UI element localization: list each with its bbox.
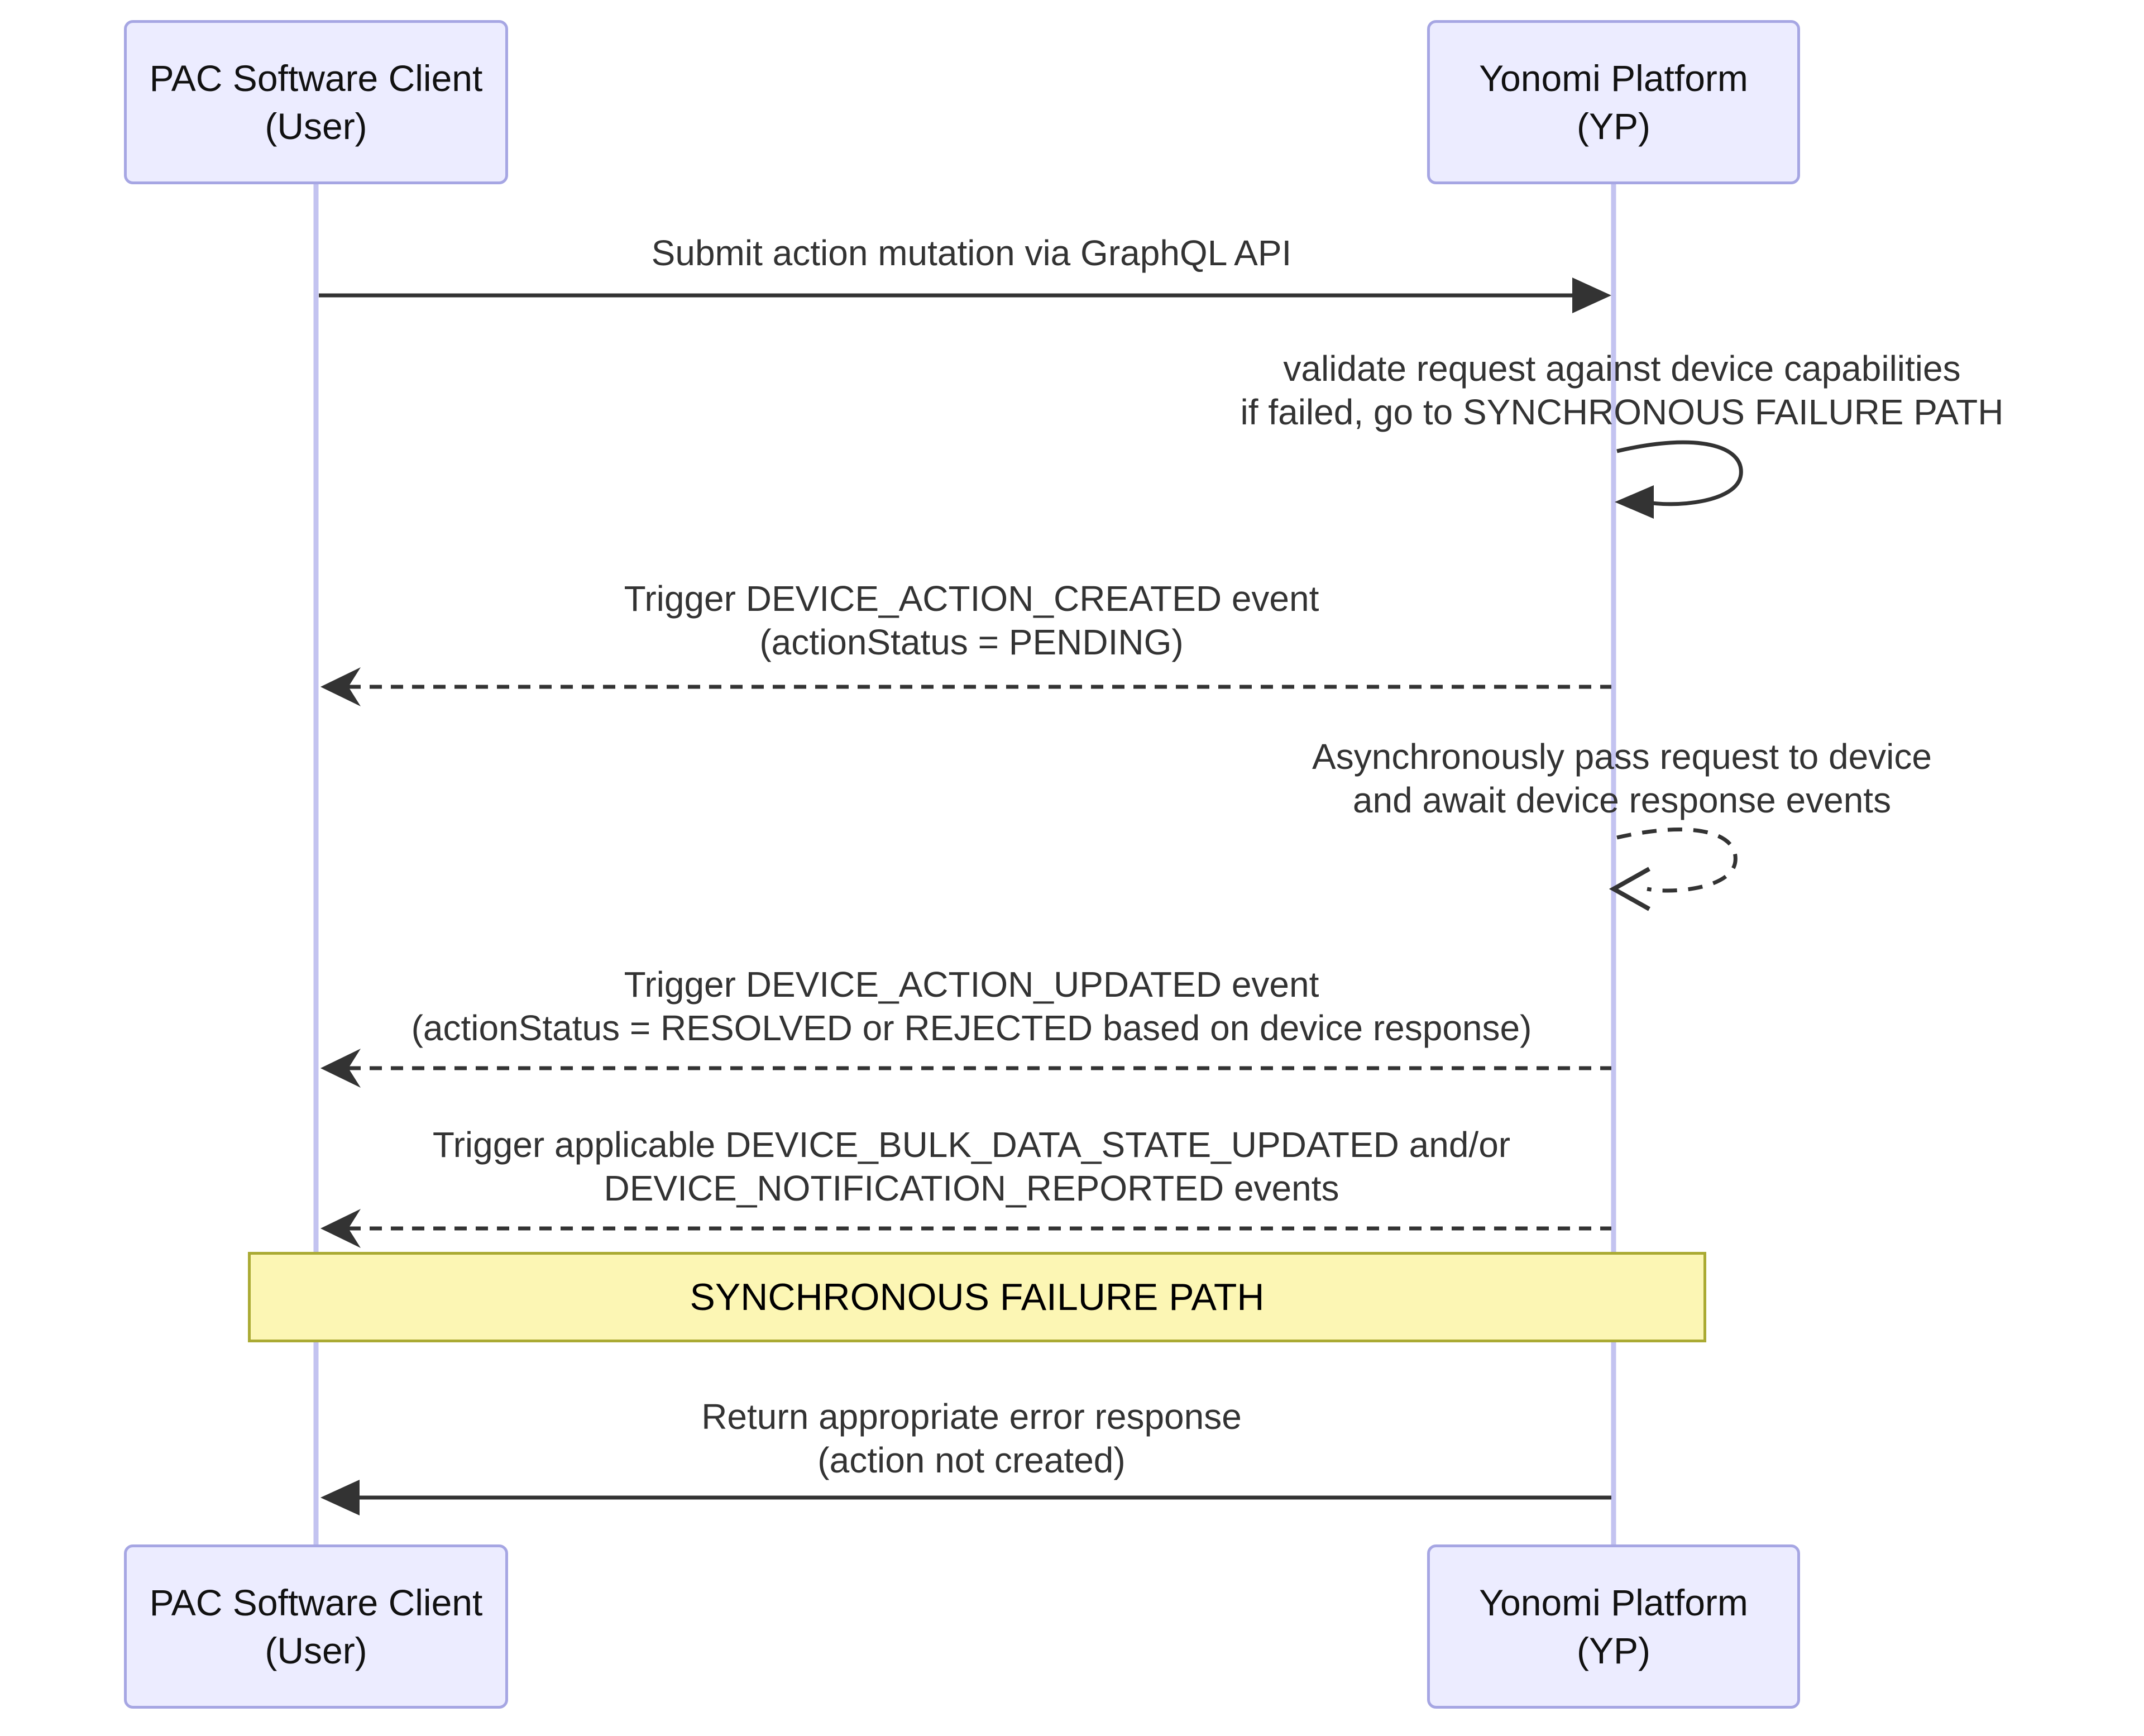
message-label-action-updated: Trigger DEVICE_ACTION_UPDATED event (act… xyxy=(411,964,1532,1048)
arrowhead-right-filled xyxy=(1572,278,1611,313)
arrow-submit-action xyxy=(319,278,1611,313)
actor-sublabel: (User) xyxy=(265,1630,367,1671)
actor-sublabel: (YP) xyxy=(1577,106,1650,147)
message-label-action-created: Trigger DEVICE_ACTION_CREATED event (act… xyxy=(624,578,1319,662)
note-synchronous-failure-path: SYNCHRONOUS FAILURE PATH xyxy=(248,1252,1706,1342)
arrowhead-left-open xyxy=(320,1049,361,1088)
actor-sublabel: (YP) xyxy=(1577,1630,1650,1671)
actor-label: PAC Software Client xyxy=(149,1582,483,1623)
arrow-device-action-created xyxy=(320,667,1611,706)
arrowhead-left-open xyxy=(1609,867,1650,911)
actor-label: Yonomi Platform xyxy=(1479,58,1748,99)
actor-sublabel: (User) xyxy=(265,106,367,147)
actor-label: Yonomi Platform xyxy=(1479,1582,1748,1623)
message-label-bulk-events: Trigger applicable DEVICE_BULK_DATA_STAT… xyxy=(432,1125,1511,1208)
message-label-error-response: Return appropriate error response (actio… xyxy=(701,1397,1242,1480)
actor-box-yp-top: Yonomi Platform (YP) xyxy=(1427,20,1800,184)
arrowhead-left-filled xyxy=(1615,485,1654,519)
arrow-bulk-data-events xyxy=(320,1209,1611,1248)
arrow-error-response xyxy=(320,1480,1611,1515)
self-loop-async-pass xyxy=(1609,828,1738,911)
actor-box-pac-top: PAC Software Client (User) xyxy=(124,20,508,184)
self-loop-validate xyxy=(1615,440,1743,519)
arrowhead-left-open xyxy=(320,1209,361,1248)
arrowhead-left-filled xyxy=(320,1480,360,1515)
arrowhead-left-open xyxy=(320,667,361,706)
actor-box-pac-bottom: PAC Software Client (User) xyxy=(124,1544,508,1709)
arrow-device-action-updated xyxy=(320,1049,1611,1088)
actor-label: PAC Software Client xyxy=(149,58,483,99)
actor-box-yp-bottom: Yonomi Platform (YP) xyxy=(1427,1544,1800,1709)
message-label-validate: validate request against device capabili… xyxy=(1240,348,2004,432)
message-label-submit: Submit action mutation via GraphQL API xyxy=(651,233,1292,273)
message-label-async-pass: Asynchronously pass request to device an… xyxy=(1312,737,1932,820)
